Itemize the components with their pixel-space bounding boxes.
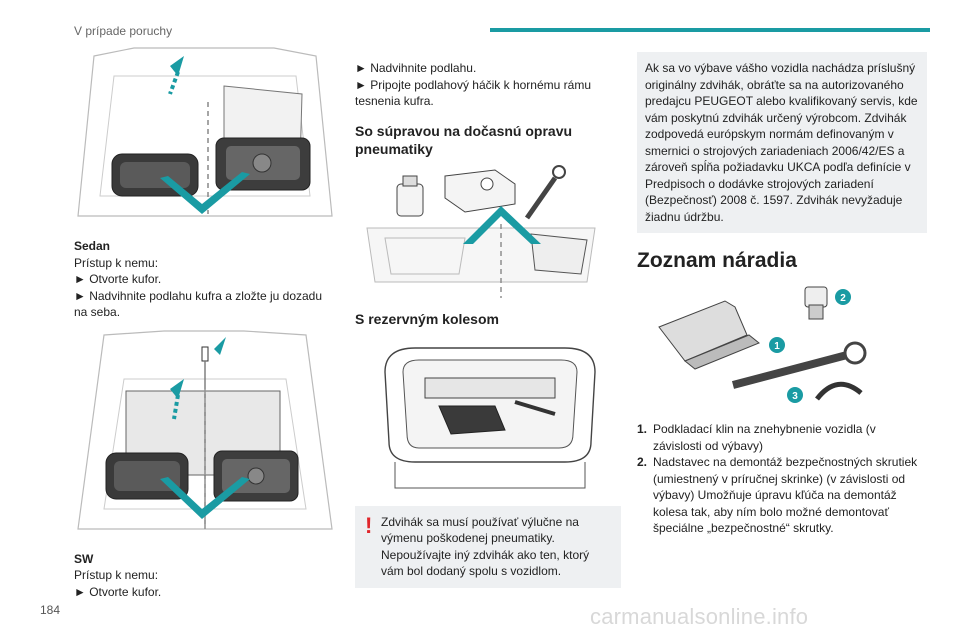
header-accent-bar <box>490 28 930 32</box>
list-item-number: 1. <box>637 422 648 436</box>
spare-wheel-illustration <box>355 342 621 492</box>
sedan-access: Prístup k nemu: <box>74 255 159 270</box>
column-3: Ak sa vo výbave vášho vozidla nachádza p… <box>637 52 927 537</box>
hook-step: ► Pripojte podlahový háčik k hornému rám… <box>355 77 591 109</box>
lift-floor-step: ► Nadvihnite podlahu. <box>355 61 477 75</box>
list-item-text: Nadstavec na demontáž bezpečnostných skr… <box>653 455 918 535</box>
tools-list: 1. Podkladací klin na znehybnenie vozidl… <box>637 421 927 537</box>
page-number: 184 <box>40 603 61 617</box>
list-item-text: Podkladací klin na znehybnenie vozidla (… <box>653 422 876 453</box>
column-1: Sedan Prístup k nemu: ► Otvorte kufor. ►… <box>74 46 336 600</box>
warning-text: Zdvihák sa musí používať výlučne na výme… <box>381 514 590 579</box>
callout-1: 1 <box>774 341 780 352</box>
callout-2: 2 <box>840 293 846 304</box>
spare-wheel-heading: S rezervným kolesom <box>355 310 499 327</box>
warning-icon: ! <box>365 512 373 538</box>
sw-heading: SW <box>74 551 94 566</box>
jack-note-box: Ak sa vo výbave vášho vozidla nachádza p… <box>637 52 927 233</box>
sedan-step-2: ► Nadvihnite podlahu kufra a zložte ju d… <box>74 288 323 320</box>
watermark: carmanualsonline.info <box>590 604 809 629</box>
list-item: 1. Podkladací klin na znehybnenie vozidl… <box>637 421 927 454</box>
column-2: ► Nadvihnite podlahu. ► Pripojte podlaho… <box>355 60 621 588</box>
sedan-trunk-illustration <box>74 46 336 228</box>
tools-illustration: 1 2 3 <box>637 283 927 407</box>
list-item-number: 2. <box>637 455 648 469</box>
sedan-step-1: ► Otvorte kufor. <box>74 272 162 286</box>
sw-step-1: ► Otvorte kufor. <box>74 584 162 599</box>
repair-kit-heading: So súpravou na dočasnú opravu pneumatiky <box>355 122 573 157</box>
tools-heading: Zoznam náradia <box>637 249 797 272</box>
callout-3: 3 <box>792 391 798 402</box>
sedan-heading: Sedan <box>74 239 111 253</box>
jack-note-text: Ak sa vo výbave vášho vozidla nachádza p… <box>645 61 918 224</box>
warning-box: ! Zdvihák sa musí používať výlučne na vý… <box>355 505 621 588</box>
list-item: 2. Nadstavec na demontáž bezpečnostných … <box>637 454 927 537</box>
sw-access: Prístup k nemu: <box>74 568 159 582</box>
sw-trunk-illustration <box>74 329 336 541</box>
repair-kit-illustration <box>355 164 621 300</box>
section-title: V prípade poruchy <box>74 24 173 38</box>
